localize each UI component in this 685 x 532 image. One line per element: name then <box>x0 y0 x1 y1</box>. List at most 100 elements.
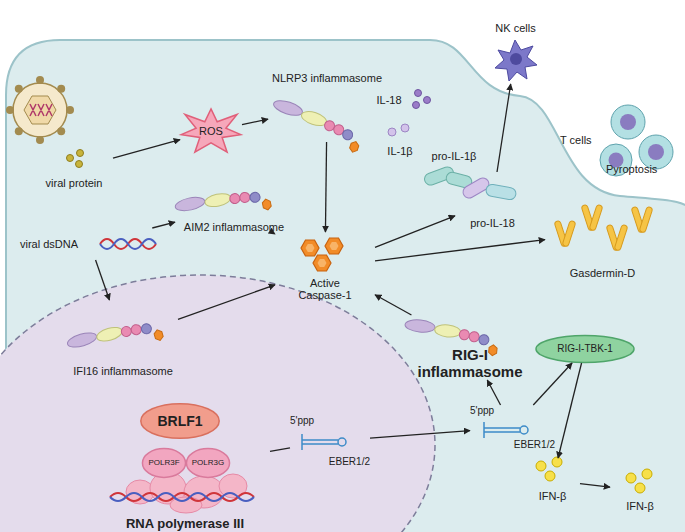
node-label: viral protein <box>46 177 103 190</box>
ifn-b-dots-part <box>545 471 555 481</box>
virus-part <box>15 127 23 135</box>
il-18-dots-part <box>424 97 431 104</box>
virus-part <box>57 127 65 135</box>
entity-node: pro-IL-1β <box>418 150 490 195</box>
arrow-connector <box>580 484 610 487</box>
annotation-label: Pyroptosis <box>606 163 657 176</box>
host-dna-part <box>110 493 254 501</box>
ifn-b-dots <box>536 457 652 493</box>
virus-part <box>15 85 23 93</box>
node-label: viral dsDNA <box>20 238 78 251</box>
arrow-connector <box>375 216 455 248</box>
entity-node: RNA polymerase III BRLF1POLR3F POLR3G <box>100 400 270 532</box>
entity-node: Gasdermin-D <box>545 185 660 280</box>
nk-cell-part <box>495 40 537 81</box>
gasdermin-pores-part <box>614 224 628 251</box>
node-label: 5'ppp <box>470 405 494 417</box>
node-label: EBER1/2 <box>329 456 370 468</box>
virus-part <box>13 83 67 137</box>
entity-node: pro-IL-18 <box>455 172 530 230</box>
node-label: RIG-I inflammasome <box>405 346 535 381</box>
gasdermin-pores-part <box>562 220 576 247</box>
node-label: 5'ppp <box>290 415 314 427</box>
arrow-connector <box>497 84 511 172</box>
arrow-connector <box>152 222 175 228</box>
node-label: RNA polymerase III <box>126 517 244 532</box>
viral-protein-dots-part <box>76 161 83 168</box>
t-cells-part <box>648 144 664 160</box>
viral-protein-dots-part <box>77 150 84 157</box>
arrow-connector <box>375 240 545 261</box>
ellipse-shape <box>142 449 185 478</box>
entity-node: NK cells <box>478 22 553 84</box>
nucleus <box>0 275 435 532</box>
node-label: POLR3G <box>192 458 224 467</box>
ellipse-shape <box>536 336 634 363</box>
node-label: POLR3F <box>148 458 179 467</box>
arrow-connector <box>370 431 470 438</box>
viral-protein-dots-part <box>67 155 74 162</box>
viral-protein-dots <box>67 150 84 168</box>
arrow-connector <box>558 363 581 458</box>
ellipse-node: POLR3F <box>142 448 186 478</box>
arrow-connector <box>96 260 110 300</box>
node-label: AIM2 inflammasome <box>184 221 284 234</box>
arrow-connector <box>113 140 180 159</box>
il-1b-dots-part <box>401 124 409 132</box>
node-label: pro-IL-18 <box>470 217 515 230</box>
arrow-connector <box>325 142 326 232</box>
node-label: IFN-β <box>626 500 654 513</box>
node-label: NLRP3 inflammasome <box>272 72 382 85</box>
node-label: Gasdermin-D <box>570 267 635 280</box>
ellipse-node: POLR3G <box>186 448 230 478</box>
virus-part <box>36 136 44 144</box>
node-label: EBER1/2 <box>514 439 555 451</box>
ellipse-node: BRLF1 <box>140 403 220 439</box>
ellipse-shape <box>186 449 229 478</box>
host-dna <box>110 493 254 501</box>
nk-cell <box>495 40 537 81</box>
star-node: ROS <box>180 108 242 154</box>
entity-node: IFN-β <box>610 468 670 513</box>
star-shape <box>181 109 241 152</box>
node-label: NK cells <box>495 22 535 35</box>
il-18-dots-part <box>413 102 420 109</box>
virus-part <box>24 96 56 124</box>
il-18-dots-part <box>415 90 422 97</box>
virus <box>6 76 74 144</box>
il-1b-dots-part <box>388 128 396 136</box>
nlrp3-inflammasome-glyph <box>267 98 365 154</box>
node-label: Active Caspase-1 <box>290 277 360 302</box>
viral-dsdna <box>100 239 156 249</box>
ifn-b-dots-part <box>626 473 636 483</box>
node-label: IL-1β <box>387 145 412 158</box>
host-dna-part <box>110 493 254 501</box>
gasdermin-pores-part <box>639 206 653 233</box>
il-1b-dots <box>388 124 409 136</box>
caspase-hexagon <box>325 238 343 254</box>
pro-il-1b-glyph <box>423 165 473 189</box>
virus-part <box>30 104 52 116</box>
arrow-connector <box>533 363 572 405</box>
node-label: IFN-β <box>539 490 567 503</box>
entity-node: IFI16 inflammasome <box>68 300 178 378</box>
entity-node: 5'pppEBER1/2 <box>470 405 555 450</box>
eber-hairpin <box>302 434 346 450</box>
arrow-connector <box>178 285 275 320</box>
entity-node: NLRP3 inflammasome <box>268 72 386 142</box>
entity-node: AIM2 inflammasome <box>175 180 293 234</box>
virus-part <box>66 106 74 114</box>
arrow-connector <box>274 233 275 234</box>
entity-node: IL-18 <box>368 92 410 108</box>
node-label: BRLF1 <box>157 413 202 429</box>
node-label: ROS <box>199 125 223 138</box>
gasdermin-pores-part <box>589 204 603 231</box>
virus-part <box>6 106 14 114</box>
virus-part <box>36 76 44 84</box>
node-label: IFI16 inflammasome <box>73 365 173 378</box>
entity-node: 5'pppEBER1/2 <box>290 415 370 467</box>
ifn-b-dots-part <box>635 483 645 493</box>
ellipse-shape <box>141 404 219 439</box>
